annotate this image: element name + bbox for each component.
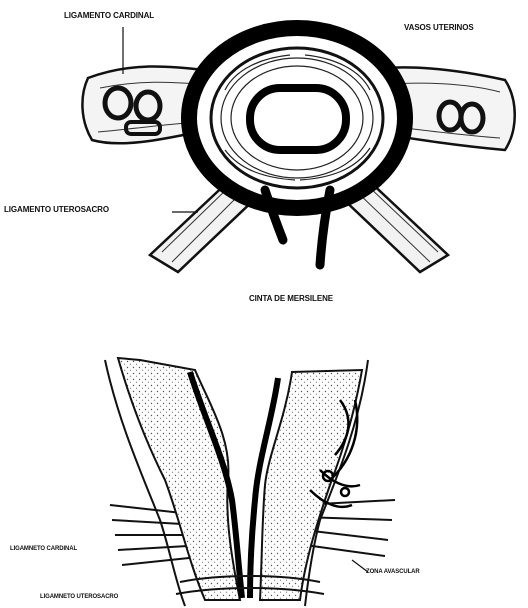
label-ligamneto-uterosacro-bottom: LIGAMNETO UTEROSACRO [40, 594, 118, 600]
label-ligamneto-cardinal-bottom: LIGAMNETO CARDINAL [10, 546, 77, 552]
label-zona-avascular: ZONA AVASCULAR [366, 569, 420, 575]
